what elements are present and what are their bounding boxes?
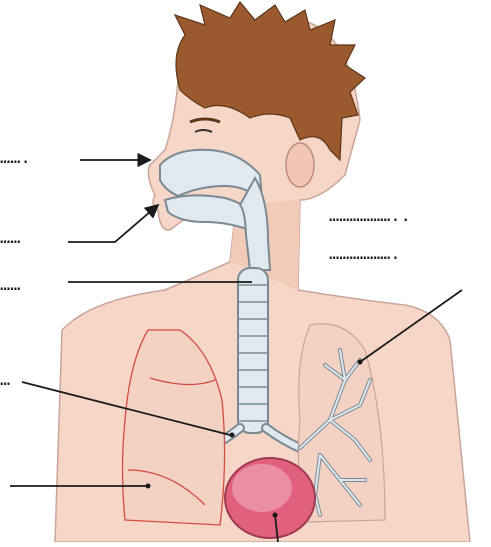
blank-label-throat: ………………..: [329, 208, 411, 225]
leader-lung-left-dot: [146, 484, 151, 489]
leader-bronchus-dot: [230, 433, 235, 438]
blank-label-mouth: ……: [0, 230, 20, 247]
leader-lung-right-dot: [358, 360, 363, 365]
blank-label-windpipe: ……………….: [329, 246, 401, 263]
heart-highlight: [232, 464, 292, 512]
ear: [286, 143, 314, 187]
leader-heart-dot: [273, 513, 278, 518]
trachea: [238, 268, 268, 433]
blank-label-bronchus: …: [0, 372, 10, 389]
leader-mouth: [68, 205, 158, 242]
blank-label-nose: …….: [0, 150, 31, 167]
blank-label-trachea: ……: [0, 277, 20, 294]
